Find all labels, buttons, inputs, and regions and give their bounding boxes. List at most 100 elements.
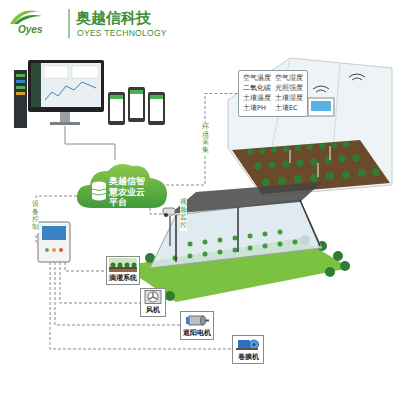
illustration-part [233, 248, 238, 253]
cloud-platform: 奥越信智慧农业云平台 [72, 158, 172, 212]
illustration-part [247, 141, 380, 186]
illustration-part [109, 267, 137, 272]
illustration-part [293, 240, 298, 245]
illustration-part [65, 126, 115, 160]
illustration-part [150, 208, 162, 214]
illustration-part [318, 163, 319, 177]
illustration-part [349, 74, 365, 77]
illustration-part [45, 248, 49, 252]
monitor [14, 60, 104, 128]
illustration-part [300, 200, 320, 246]
illustration-part [326, 172, 334, 180]
illustration-part [307, 144, 313, 150]
illustration-part [110, 95, 123, 121]
illustration-part [165, 291, 175, 301]
illustration-part [109, 258, 137, 272]
illustration-part [110, 95, 123, 99]
illustration-part [77, 164, 167, 208]
illustration-part [235, 337, 261, 351]
illustration-part [188, 242, 193, 247]
illustration-part [16, 80, 25, 83]
illustration-part [28, 60, 104, 112]
illustration-part [248, 246, 253, 251]
illustration-part [109, 258, 137, 272]
illustration-part [343, 141, 349, 147]
illustration-part [170, 182, 322, 214]
illustration-part [218, 238, 223, 243]
illustration-part [203, 240, 208, 245]
device-box: 遮阳电机 [180, 311, 214, 340]
illustration-part [69, 9, 70, 38]
illustration-part [60, 112, 70, 122]
illustration-part [92, 189, 106, 195]
illustration-part [339, 156, 346, 163]
illustration-part [176, 200, 320, 262]
illustration-part [325, 267, 335, 277]
illustration-part [186, 317, 189, 324]
illustration-part [340, 261, 350, 271]
device-box: 风机 [140, 288, 166, 317]
illustration-part [310, 174, 318, 182]
illustration-part [16, 92, 25, 95]
illustration-part [169, 216, 171, 246]
illustration-part [263, 232, 268, 237]
illustration-part [358, 169, 366, 177]
illustration-part [175, 215, 177, 262]
illustration-part [283, 161, 290, 168]
illustration-part [52, 248, 56, 252]
illustration-part [201, 316, 206, 325]
illustration-part [14, 15, 42, 24]
vertical-label: 视频监控 [180, 198, 187, 231]
illustration-part [128, 87, 145, 122]
sensor-parameter: 土壤温度 [243, 94, 271, 103]
illustration-part [16, 74, 25, 77]
sensor-parameter: 土壤EC [275, 104, 303, 113]
illustration-part [238, 340, 250, 349]
illustration-part [278, 230, 283, 235]
control-wires [50, 262, 232, 349]
illustration-part [150, 95, 163, 121]
illustration-part [173, 230, 298, 261]
illustration-part [253, 343, 256, 346]
illustration-part [294, 175, 302, 183]
sensor-list-box: 空气温度空气湿度二氧化碳光照强度土壤温度土壤湿度土壤PH土壤EC [238, 70, 308, 117]
illustration-part [150, 95, 163, 99]
node-text: 奥越信智慧农业云平台 [109, 176, 152, 208]
illustration-part [203, 252, 208, 257]
illustration-part [330, 146, 331, 160]
illustration-part [271, 147, 277, 153]
illustration-part [236, 348, 258, 350]
illustration-part [149, 293, 157, 300]
illustration-part [262, 178, 270, 186]
illustration-part [130, 90, 143, 118]
illustration-part [342, 171, 350, 179]
illustration-part [148, 92, 165, 125]
illustration-part [164, 213, 168, 217]
illustration-part [205, 320, 209, 322]
illustration-part [313, 86, 329, 89]
sensor-parameter: 二氧化碳 [243, 84, 271, 93]
illustration-part [55, 262, 180, 325]
illustration-part [188, 254, 193, 259]
controller [38, 222, 70, 262]
sensor-parameter: 空气温度 [243, 74, 271, 83]
illustration-part [308, 98, 334, 116]
illustration-part [44, 66, 68, 78]
illustration-part [130, 90, 143, 94]
illustration-part [36, 196, 77, 242]
node-text: 滴灌系统 [109, 273, 137, 283]
illustration-part [311, 101, 331, 111]
illustration-part [38, 222, 70, 262]
illustration-part [372, 168, 380, 176]
illustration-part [184, 313, 210, 327]
illustration-part [269, 162, 276, 169]
illustration-part [228, 58, 392, 196]
illustration-part [255, 163, 262, 170]
illustration-part [316, 90, 326, 92]
illustration-part [311, 159, 318, 166]
illustration-part [290, 146, 330, 177]
illustration-part [132, 263, 137, 268]
illustration-part [109, 268, 137, 269]
